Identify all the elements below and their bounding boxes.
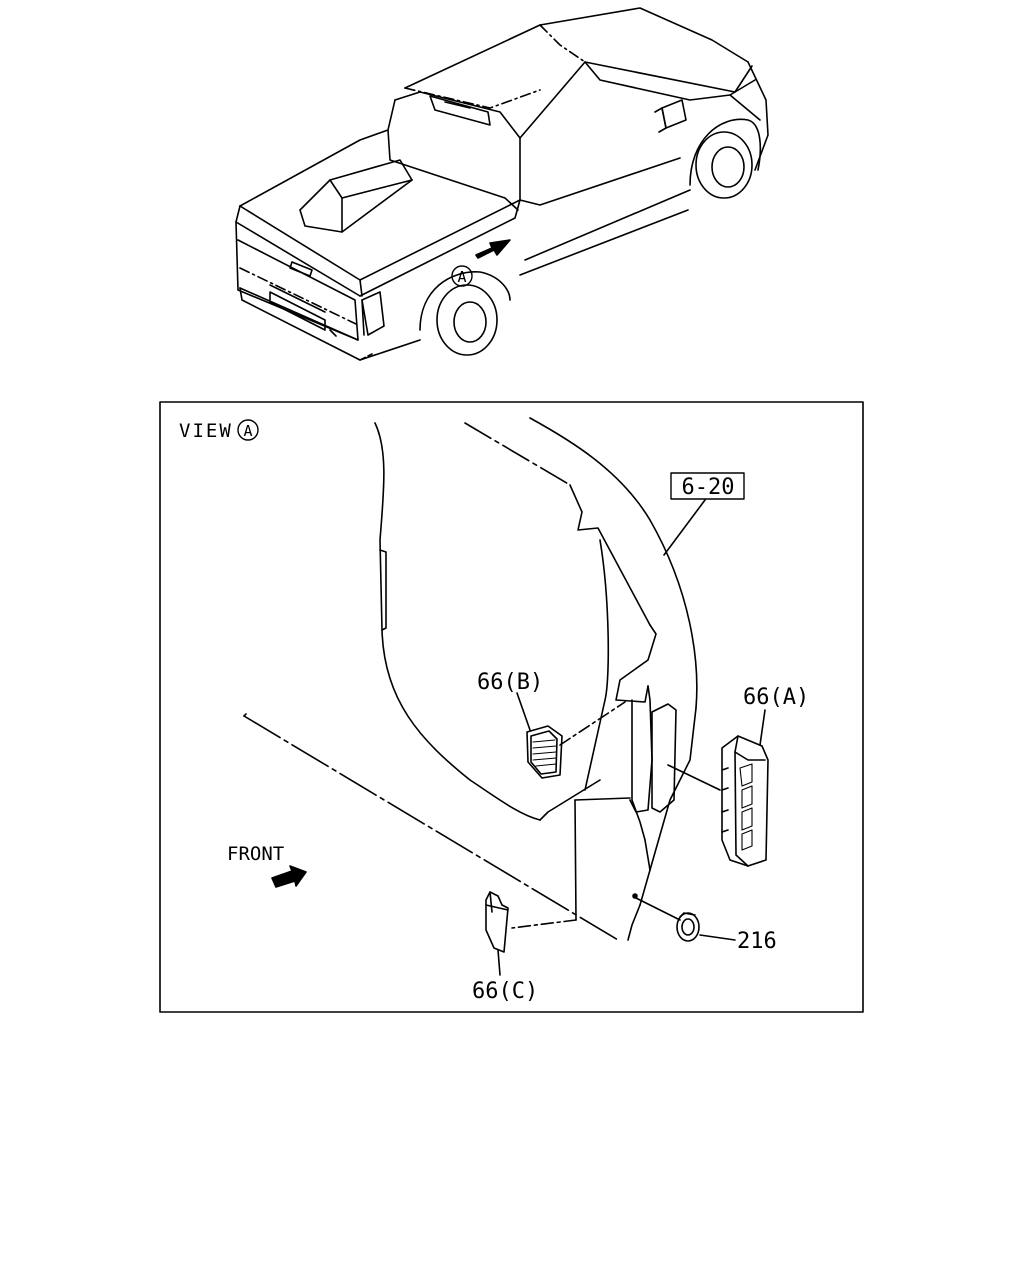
view-a-panel-drawing — [243, 417, 766, 976]
view-a-frame — [159, 401, 864, 1013]
part-66b-vent — [526, 725, 563, 779]
front-label: FRONT — [227, 843, 284, 865]
part-66a-vent — [721, 735, 769, 867]
label-216: 216 — [737, 929, 777, 954]
ref-box-frame — [670, 472, 745, 500]
view-letter: A — [243, 422, 252, 440]
truck-callout-letter: A — [457, 268, 466, 286]
part-216-grommet — [676, 912, 700, 942]
callout-a-circle — [451, 265, 473, 287]
label-66a: 66(A) — [743, 685, 809, 710]
ref-box-label: 6-20 — [682, 475, 735, 500]
part-66c-bracket — [485, 891, 509, 953]
label-66b: 66(B) — [477, 670, 543, 695]
view-prefix: VIEW — [179, 420, 233, 442]
truck-illustration — [235, 7, 769, 361]
view-letter-circle — [237, 419, 259, 441]
front-arrow — [271, 865, 307, 888]
label-66c: 66(C) — [472, 979, 538, 1004]
